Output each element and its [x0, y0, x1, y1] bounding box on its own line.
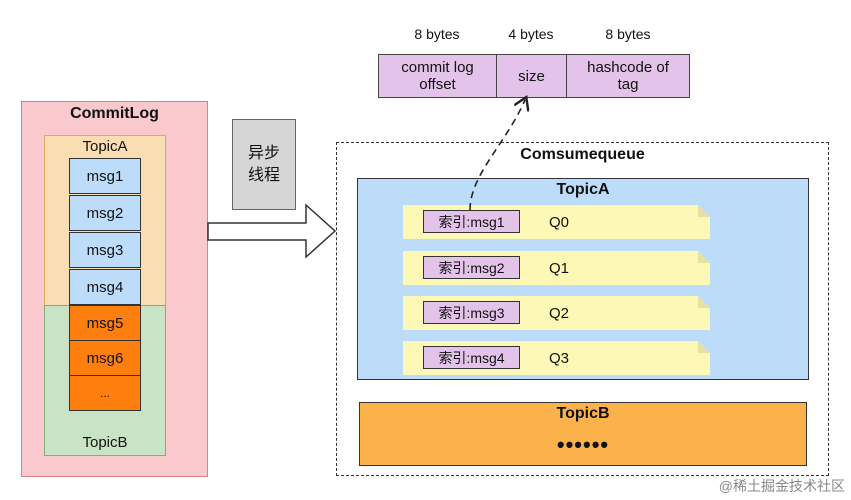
queue-index-label: 索引:msg1: [423, 210, 520, 233]
queue-name: Q1: [548, 259, 569, 277]
queue-note-fold: [698, 205, 710, 217]
consumequeue-topicb-title: TopicB: [556, 405, 610, 422]
queue-row-q0: 索引:msg1 Q0: [403, 205, 713, 239]
queue-index-label: 索引:msg2: [423, 256, 520, 279]
queue-note-fold: [698, 296, 710, 308]
consumequeue-topicb-ellipsis: ••••••: [556, 432, 610, 457]
field-size-label: size: [518, 67, 545, 85]
queue-row-q2: 索引:msg3 Q2: [403, 296, 713, 330]
flow-arrow: [207, 203, 337, 259]
field-offset-line2: offset: [419, 76, 456, 93]
commitlog-msg-ellipsis: ...: [69, 375, 141, 411]
commitlog-msg-3: msg3: [69, 232, 141, 268]
consumequeue-container: [336, 142, 829, 476]
async-thread-line2: 线程: [247, 166, 280, 184]
field-bytes-hashcode: 8 bytes: [605, 26, 651, 42]
queue-row-q3: 索引:msg4 Q3: [403, 341, 713, 375]
queue-note-fold: [698, 341, 710, 353]
field-bytes-size: 4 bytes: [508, 26, 554, 42]
field-size: size: [496, 54, 567, 98]
queue-index-label: 索引:msg3: [423, 301, 520, 324]
commitlog-title: CommitLog: [70, 105, 159, 122]
commitlog-msg-6: msg6: [69, 340, 141, 376]
commitlog-msg-5: msg5: [69, 305, 141, 341]
commitlog-msg-4: msg4: [69, 269, 141, 305]
field-hashcode-line2: tag: [617, 76, 639, 93]
queue-index-label: 索引:msg4: [423, 346, 520, 369]
queue-name: Q0: [548, 213, 569, 231]
consumequeue-title: Comsumequeue: [520, 146, 645, 163]
commitlog-msg-1: msg1: [69, 158, 141, 194]
queue-note-fold: [698, 251, 710, 263]
async-thread-line1: 异步: [247, 144, 280, 162]
watermark: @稀土掘金技术社区: [718, 478, 845, 494]
field-hashcode-line1: hashcode of: [587, 59, 669, 76]
async-thread-box: 异步 线程: [232, 119, 296, 210]
consumequeue-topica-title: TopicA: [556, 181, 610, 198]
commitlog-msg-2: msg2: [69, 195, 141, 231]
queue-name: Q2: [548, 304, 569, 322]
commitlog-topicb-label: TopicB: [82, 433, 128, 451]
commitlog-topica-label: TopicA: [82, 137, 128, 155]
index-to-header-arrow: [469, 100, 525, 211]
queue-row-q1: 索引:msg2 Q1: [403, 251, 713, 285]
field-bytes-offset: 8 bytes: [414, 26, 460, 42]
field-offset-line1: commit log: [401, 59, 474, 76]
queue-name: Q3: [548, 349, 569, 367]
consumequeue-topicb-group: [359, 402, 807, 466]
